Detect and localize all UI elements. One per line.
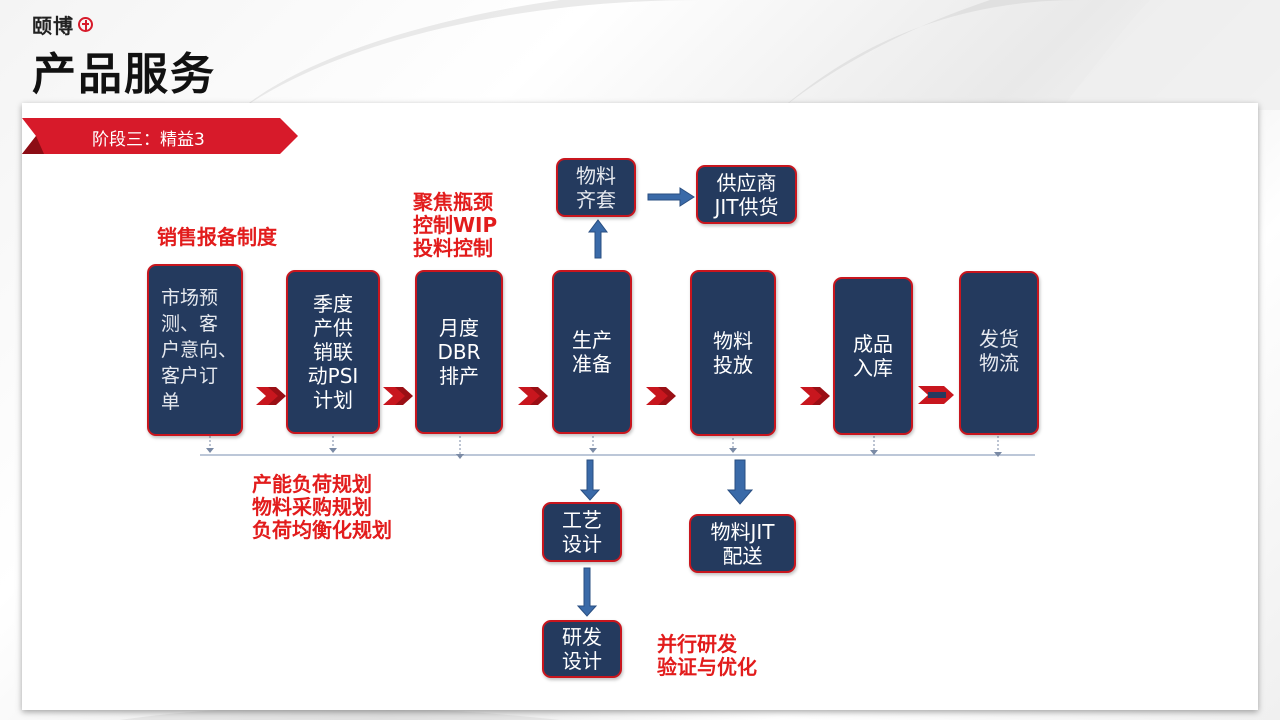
note-capacity-planning: 产能负荷规划 物料采购规划 负荷均衡化规划 (252, 472, 392, 542)
stage-banner: 阶段三：精益3 (22, 118, 298, 154)
box-process-design: 工艺 设计 (542, 502, 622, 562)
stage-label: 阶段三：精益3 (92, 130, 205, 150)
brand-mark-icon (78, 17, 93, 32)
box-rd-design: 研发 设计 (542, 620, 622, 678)
box-material-kit: 物料 齐套 (556, 158, 636, 217)
note-parallel-rd: 并行研发 验证与优化 (657, 632, 757, 679)
process-box-production-prep: 生产 准备 (552, 270, 632, 434)
process-box-market-forecast: 市场预 测、客 户意向、 客户订 单 (147, 264, 243, 436)
chevron-arrows (256, 386, 954, 405)
brand-logo: 颐博 (32, 10, 93, 39)
note-bottleneck-control: 聚焦瓶颈 控制WIP 投料控制 (413, 190, 498, 260)
banner-ribbon-icon (22, 118, 298, 154)
process-box-dbr-schedule: 月度 DBR 排产 (415, 270, 503, 434)
blue-arrows (576, 187, 754, 617)
box-supplier-jit: 供应商 JIT供货 (696, 165, 797, 224)
process-box-shipping: 发货 物流 (959, 271, 1039, 435)
box-material-jit-delivery: 物料JIT 配送 (689, 514, 796, 573)
process-box-finished-goods: 成品 入库 (833, 277, 913, 435)
page-title: 产品服务 (32, 49, 216, 100)
note-sales-reporting: 销售报备制度 (157, 225, 277, 249)
process-box-material-release: 物料 投放 (690, 270, 776, 436)
process-box-psi-plan: 季度 产供 销联 动PSI 计划 (286, 270, 380, 434)
brand-name: 颐博 (32, 14, 74, 38)
